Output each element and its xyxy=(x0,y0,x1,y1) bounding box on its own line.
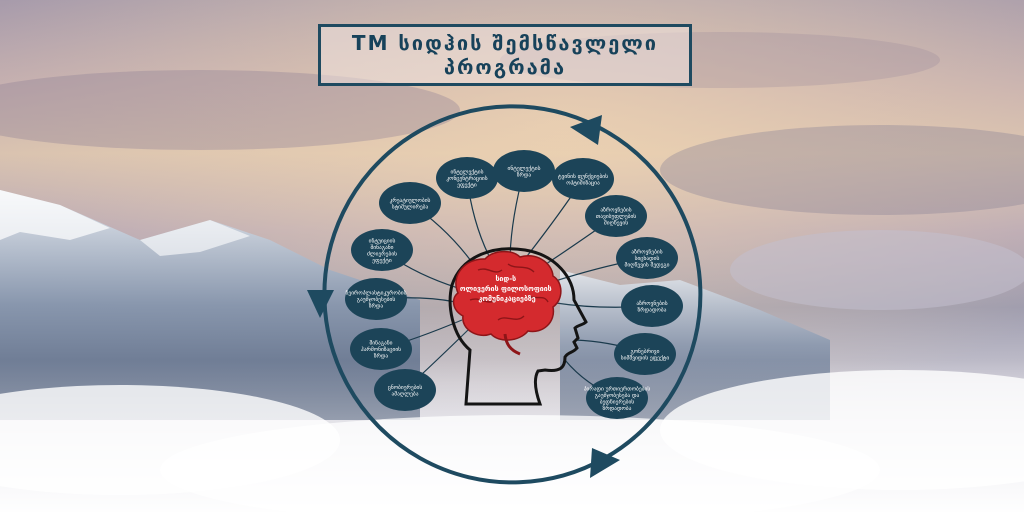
benefit-node-label-line: ეფექტი xyxy=(457,182,477,189)
benefit-node-label-line: ტვინის ფუნქციების xyxy=(558,173,608,180)
benefit-node-label-line: პირადი ურთიერთობების xyxy=(584,385,651,392)
center-label-line-2: ოლივერის ფილოსოფიის xyxy=(460,285,552,293)
title-box: TM სიდჰის შემსწავლელი პროგრამა xyxy=(318,24,692,86)
benefit-node-shape xyxy=(493,150,555,192)
benefit-node-shape xyxy=(345,278,407,320)
benefit-node-label-line: ზრდა xyxy=(369,303,384,310)
benefit-node-label-line: სტიმულირება xyxy=(392,203,429,210)
benefit-node-label-line: აზროვნების xyxy=(631,249,662,256)
benefit-node-label-line: ბედნიერების xyxy=(600,398,635,405)
cycle-arc-right xyxy=(595,124,703,460)
benefit-node-label-line: ძლიერების xyxy=(367,250,397,257)
title-line-1: TM სიდჰის შემსწავლელი xyxy=(351,31,659,55)
benefit-node-label-line: ჰარმონიზაციის xyxy=(361,346,401,353)
benefit-node-shape xyxy=(614,333,676,375)
benefit-node-label-line: კრეატიულობის xyxy=(390,197,431,204)
benefit-node-label-line: ინტუიციის xyxy=(369,237,396,244)
benefit-node-shape xyxy=(436,157,498,199)
arrowhead-bottom-icon xyxy=(590,448,620,478)
center-label: სიდ-ს ოლივერის ფილოსოფიის კომუნიკაციებზე xyxy=(460,275,554,303)
benefit-node-label-line: ინტელექტის xyxy=(451,169,484,176)
benefit-node-shape xyxy=(350,328,412,370)
benefit-node-label-line: მიღწევის შედეგი xyxy=(625,262,670,269)
benefit-node-label-line: ზრდა xyxy=(517,171,532,178)
benefit-node-shape xyxy=(552,158,614,200)
benefit-node-label-line: კონცენტრაციის xyxy=(446,175,487,182)
benefit-node-label-line: ზრდადობა xyxy=(638,306,667,313)
benefit-node-label-line: ზრდა xyxy=(374,353,389,360)
benefit-node-label-line: აზროვნების xyxy=(636,300,667,307)
benefit-node-label-line: სიმშვიდის ეფექტი xyxy=(621,354,670,361)
benefit-node-label-line: ეფექტი xyxy=(372,257,392,264)
benefit-node-label-line: სიცხადის xyxy=(635,255,660,262)
benefit-node-label-line: ინტელექტის xyxy=(508,165,541,172)
benefit-node-label-line: ზრდადობა xyxy=(603,405,632,412)
benefit-node-shape xyxy=(585,195,647,237)
benefit-node-label-line: ოპტიმიზაცია xyxy=(566,179,600,186)
arrowhead-top-icon xyxy=(570,115,602,145)
center-label-line-3: კომუნიკაციებზე xyxy=(478,295,535,303)
benefit-node-shape xyxy=(374,369,436,411)
center-label-line-1: სიდ-ს xyxy=(495,275,516,283)
benefit-node-shape xyxy=(351,229,413,271)
benefit-node-label-line: შინაგანი xyxy=(369,340,392,347)
title-line-2: პროგრამა xyxy=(443,55,567,79)
brain-icon xyxy=(452,250,562,356)
benefit-node-shape xyxy=(621,285,683,327)
benefit-node-shape xyxy=(379,182,441,224)
benefit-node-shape xyxy=(586,377,648,419)
benefit-node-label-line: გონებრივი xyxy=(631,348,660,355)
benefit-node-label-line: გაუმჯობესების xyxy=(357,296,396,303)
benefit-node-shape xyxy=(616,237,678,279)
benefit-node-label-line: მიღწევის xyxy=(604,220,628,227)
benefit-node-label-line: ნეიროპლასტიკურობის xyxy=(346,290,407,297)
arrowhead-left-icon xyxy=(307,290,334,318)
benefit-node-label-line: ამაღლება xyxy=(391,390,418,397)
benefit-node-label-line: თავისუფლების xyxy=(596,213,636,220)
benefit-node-label-line: აზროვნების xyxy=(600,207,631,214)
benefit-node-label-line: ცნობიერების xyxy=(388,384,423,391)
benefit-node-label-line: გაუმჯობესება და xyxy=(595,392,640,399)
benefit-node-label-line: შინაგანი xyxy=(370,244,393,251)
